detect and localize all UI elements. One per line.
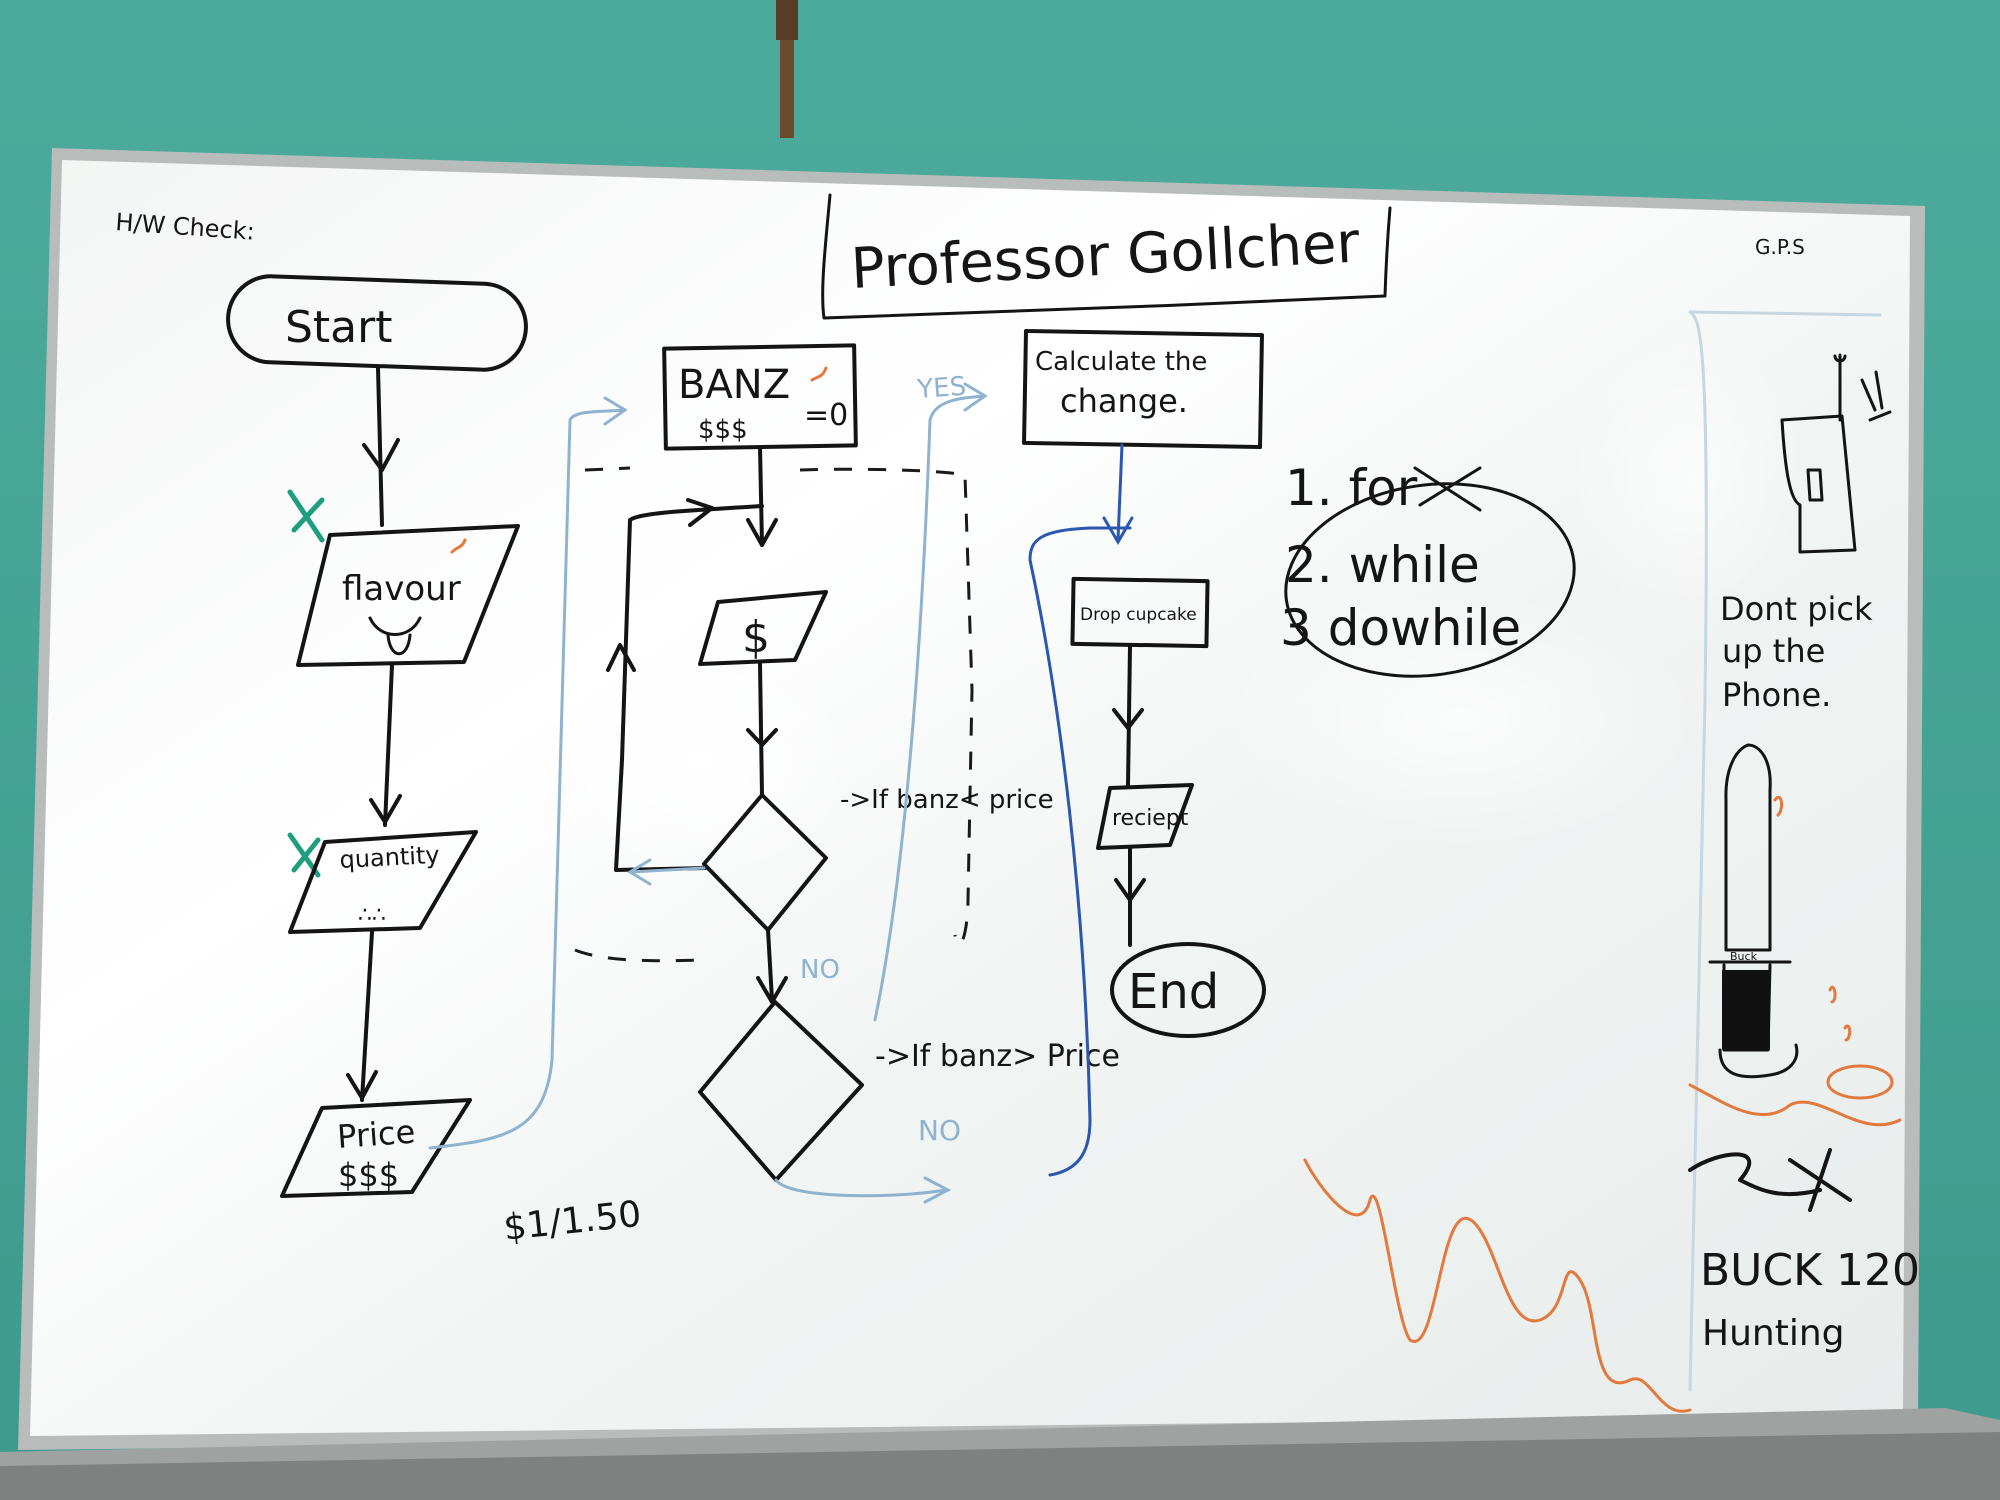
quantity-dots: ∴∴ xyxy=(358,903,386,928)
phone-note-2: up the xyxy=(1722,632,1825,670)
banz-label: BANZ xyxy=(678,362,790,408)
signature xyxy=(1688,1148,1852,1212)
blue-arrow-calc-drop xyxy=(1102,443,1134,545)
receipt-output xyxy=(1096,783,1194,850)
arrow-drop-receipt xyxy=(1112,644,1144,787)
calc-label-1: Calculate the xyxy=(1035,347,1207,377)
strike-cross xyxy=(1413,466,1482,512)
phone-note-1: Dont pick xyxy=(1720,590,1873,628)
drop-label: Drop cupcake xyxy=(1080,605,1197,625)
no-label-1: NO xyxy=(800,955,840,985)
connector-price-to-banz xyxy=(428,396,628,1150)
loops-item-1: 1. for xyxy=(1285,459,1418,517)
price-input xyxy=(280,1098,472,1198)
dashed-loop-region xyxy=(574,466,974,963)
arrow-banz-down xyxy=(746,445,778,547)
arrow-money-decision xyxy=(746,662,778,797)
knife-handle xyxy=(1722,970,1770,1050)
connector-no-to-drop xyxy=(774,1176,952,1204)
tongue-face-icon xyxy=(368,616,422,656)
cond1-label: ->If banz< price xyxy=(840,785,1054,815)
loop-back-line xyxy=(614,498,764,872)
start-terminator xyxy=(226,274,528,372)
green-cross-1 xyxy=(287,489,325,543)
flavour-label: flavour xyxy=(342,569,461,609)
quantity-input xyxy=(288,830,478,934)
sidebar-top-line xyxy=(1688,310,1882,317)
calc-label-2: change. xyxy=(1060,382,1188,420)
sidebar-divider xyxy=(1688,310,1708,1392)
banz-sub: $$$ xyxy=(698,415,748,445)
price-label-1: Price xyxy=(336,1113,417,1156)
phone-note-3: Phone. xyxy=(1722,676,1831,714)
end-label: End xyxy=(1128,964,1219,1020)
price-label-2: $$$ xyxy=(338,1156,399,1194)
phone-icon xyxy=(1780,353,1857,554)
loops-ellipse xyxy=(1284,482,1576,678)
quantity-label: quantity xyxy=(339,841,440,874)
orange-blob xyxy=(1826,1064,1894,1100)
loops-item-2: 2. while xyxy=(1285,536,1480,594)
arrow-flavour-quantity xyxy=(369,663,402,827)
calculate-process xyxy=(1022,328,1264,450)
no-label-2: NO xyxy=(918,1114,961,1147)
arrow-decision1-decision2 xyxy=(756,928,788,1004)
connector-yes-to-calc xyxy=(873,382,988,1022)
caption-line-1: BUCK 120 xyxy=(1700,1245,1920,1296)
caption-line-2: Hunting xyxy=(1702,1313,1845,1354)
corner-right-note: G.P.S xyxy=(1755,235,1805,259)
blue-return-line xyxy=(1028,526,1132,1177)
end-terminator xyxy=(1110,942,1266,1038)
flavour-input xyxy=(296,524,520,667)
banz-value: =0 xyxy=(804,398,848,433)
loops-item-3: 3 dowhile xyxy=(1280,599,1521,657)
yes-label: YES xyxy=(915,372,967,405)
drop-process xyxy=(1070,576,1210,649)
knife-brand: Buck xyxy=(1730,950,1758,963)
receipt-label: reciept xyxy=(1112,806,1189,831)
money-label: $ xyxy=(742,612,770,663)
money-input xyxy=(698,590,828,666)
arrow-start-flavour xyxy=(362,366,400,527)
start-label: Start xyxy=(285,302,393,353)
cond2-label: ->If banz> Price xyxy=(875,1039,1120,1074)
arrow-quantity-price xyxy=(346,930,378,1102)
arrow-receipt-end xyxy=(1114,846,1146,947)
orange-scribble xyxy=(1303,1158,1692,1413)
